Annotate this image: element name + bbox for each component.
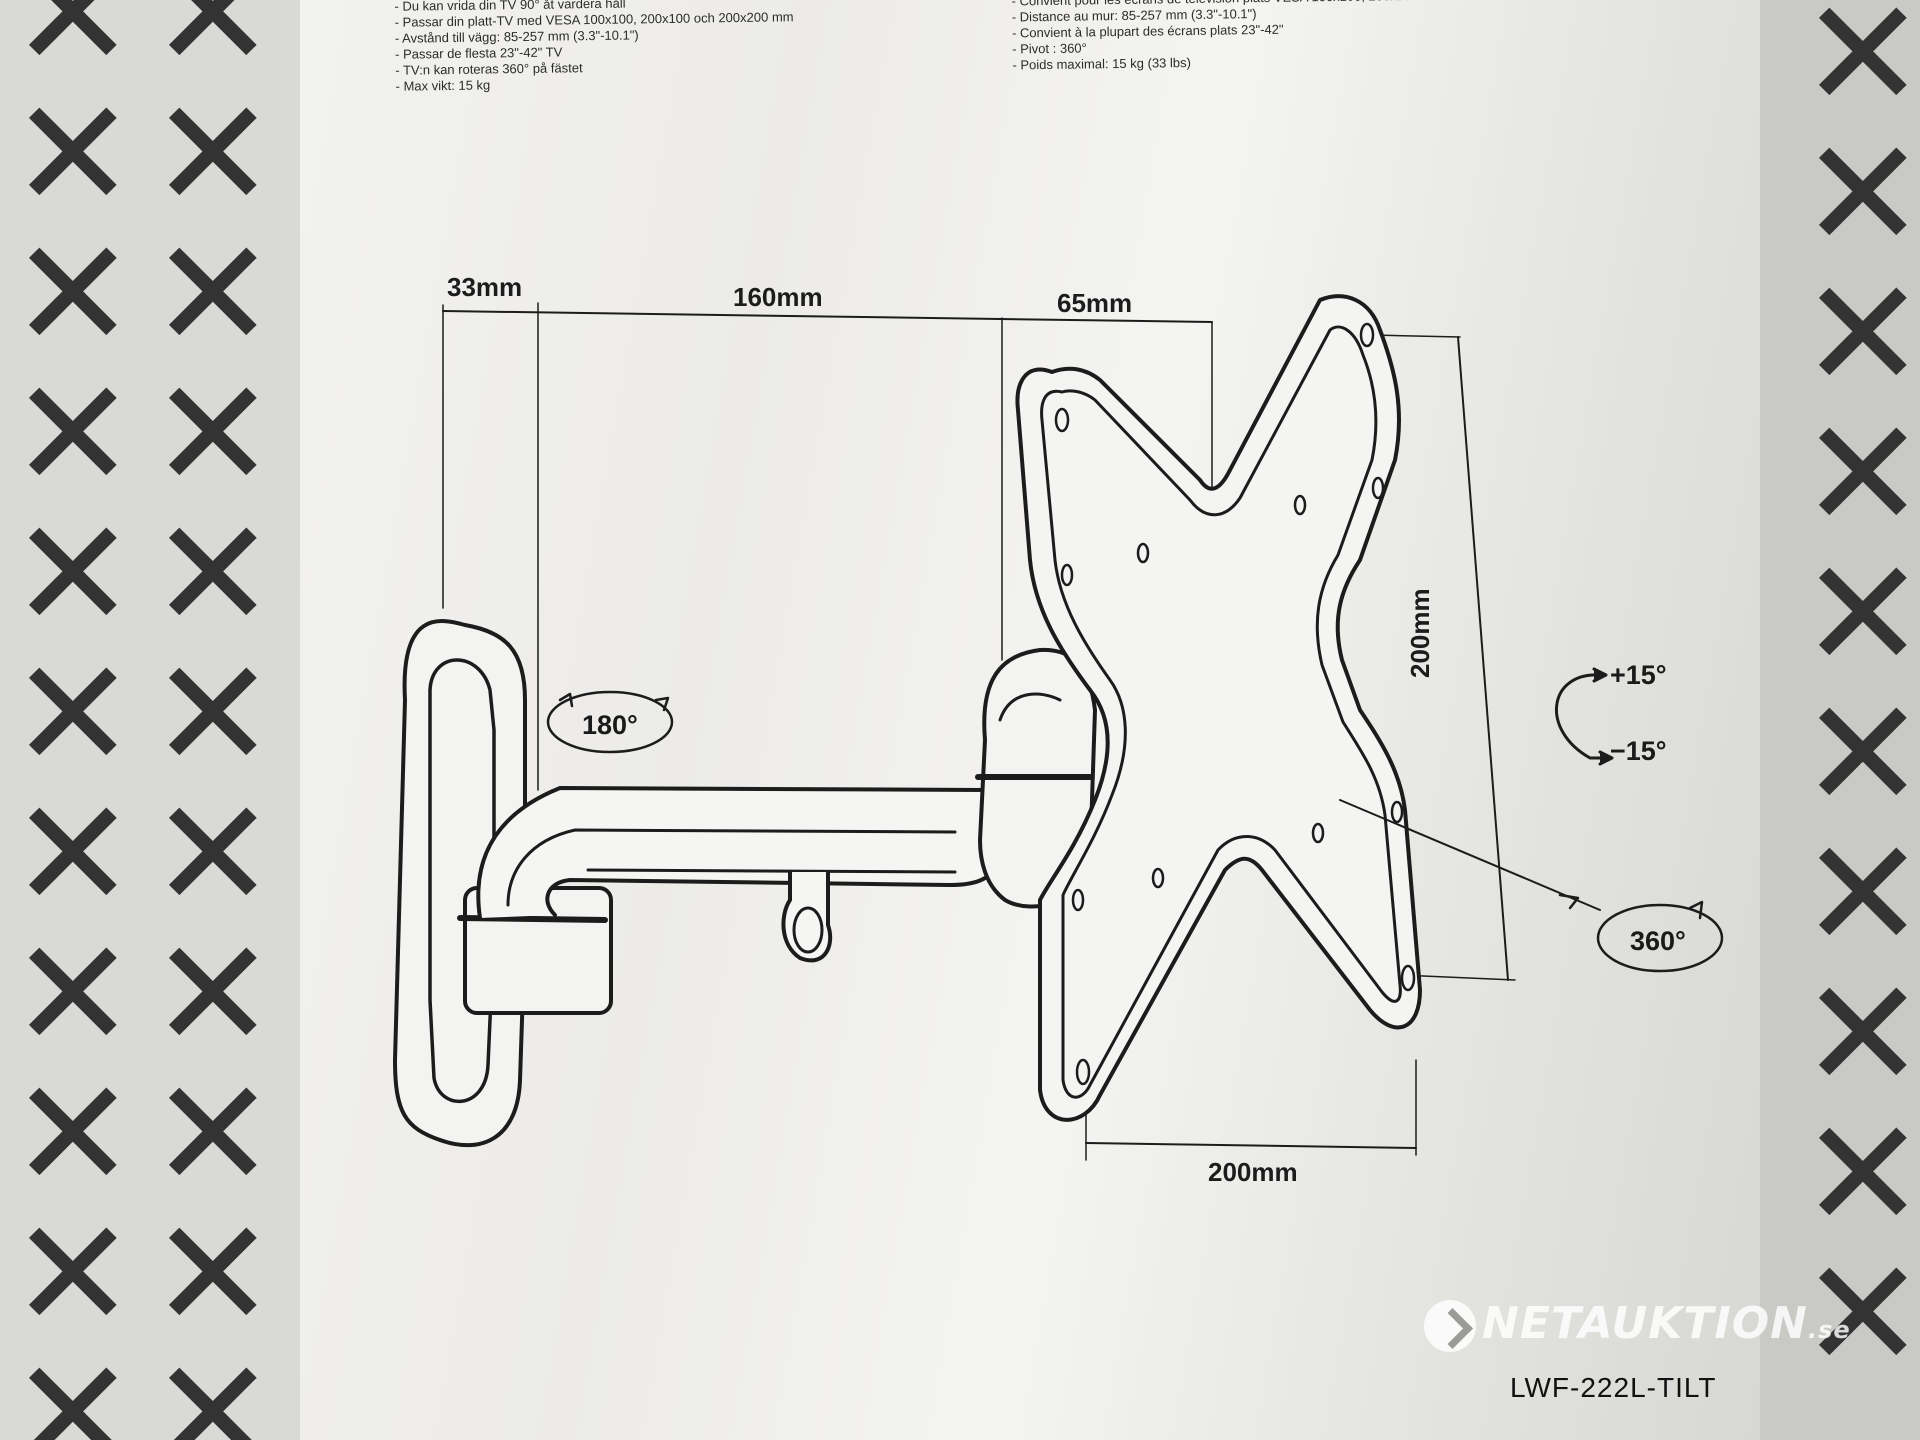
x-pattern-mark: ✕	[10, 0, 136, 102]
rotation-arrow-icon	[546, 690, 674, 754]
dimension-vertical: 200mm	[1405, 588, 1435, 678]
x-pattern-mark: ✕	[150, 208, 276, 382]
x-pattern-left: ✕ ✕ ✕ ✕ ✕ ✕ ✕ ✕ ✕ ✕ ✕ ✕ ✕ ✕ ✕ ✕ ✕ ✕ ✕ ✕ …	[0, 0, 300, 1440]
vesa-hole	[1060, 563, 1074, 587]
vesa-hole	[1359, 322, 1375, 348]
x-pattern-mark: ✕	[10, 628, 136, 802]
x-pattern-mark: ✕	[10, 348, 136, 522]
arm-swivel-label: 180°	[582, 710, 638, 740]
x-pattern-mark: ✕	[10, 1048, 136, 1222]
x-pattern-mark: ✕	[1800, 808, 1920, 982]
x-pattern-mark: ✕	[1800, 528, 1920, 702]
x-pattern-mark: ✕	[150, 908, 276, 1082]
tilt-down-label: −15°	[1610, 736, 1667, 766]
x-pattern-mark: ✕	[10, 1328, 136, 1440]
x-pattern-mark: ✕	[150, 68, 276, 242]
rotation-arrow-icon	[1596, 903, 1724, 973]
model-number: LWF-222L-TILT	[1510, 1372, 1717, 1403]
vesa-hole	[1371, 476, 1385, 500]
vesa-hole	[1390, 800, 1404, 824]
x-pattern-right: ✕ ✕ ✕ ✕ ✕ ✕ ✕ ✕ ✕ ✕	[1740, 0, 1920, 1440]
x-pattern-mark: ✕	[150, 1048, 276, 1222]
watermark-text: NETAUKTION	[1482, 1298, 1808, 1349]
x-pattern-mark: ✕	[10, 68, 136, 242]
x-pattern-mark: ✕	[1800, 948, 1920, 1122]
x-pattern-mark: ✕	[150, 0, 276, 102]
watermark-suffix: .se	[1808, 1316, 1851, 1344]
dimension-line	[442, 310, 1213, 323]
netauktion-logo-icon	[1424, 1300, 1476, 1352]
swing-arm-edge	[506, 828, 957, 907]
dimension-line	[1457, 336, 1509, 981]
dimension-top-middle: 160mm	[733, 282, 823, 312]
x-pattern-mark: ✕	[1800, 1088, 1920, 1262]
x-pattern-mark: ✕	[10, 208, 136, 382]
x-pattern-mark: ✕	[10, 1188, 136, 1362]
x-pattern-mark: ✕	[150, 488, 276, 662]
x-pattern-mark: ✕	[150, 628, 276, 802]
pointer-line	[1339, 799, 1601, 911]
x-pattern-mark: ✕	[1800, 388, 1920, 562]
vesa-hole	[1151, 867, 1165, 889]
vesa-hole	[1136, 542, 1150, 564]
dimension-line	[1371, 334, 1461, 338]
x-pattern-mark: ✕	[1800, 668, 1920, 842]
cable-clip	[781, 870, 833, 963]
vesa-hole	[1054, 407, 1070, 433]
netauktion-watermark: NETAUKTION.se	[1424, 1298, 1851, 1352]
cable-clip-ring	[792, 906, 824, 954]
x-pattern-mark: ✕	[150, 348, 276, 522]
dimension-line	[1085, 1142, 1417, 1149]
x-pattern-mark: ✕	[10, 768, 136, 942]
x-pattern-mark: ✕	[1800, 108, 1920, 282]
swing-arm-edge	[586, 868, 957, 874]
tilt-up-label: +15°	[1610, 660, 1667, 690]
vesa-plate-edge	[1040, 325, 1402, 1099]
x-pattern-mark: ✕	[10, 908, 136, 1082]
dimension-bottom: 200mm	[1208, 1157, 1298, 1187]
plate-rotation-label: 360°	[1630, 926, 1686, 956]
tilt-arrow-icon	[1554, 673, 1607, 760]
x-pattern-mark: ✕	[150, 768, 276, 942]
dimension-top-right: 65mm	[1057, 288, 1133, 318]
vesa-hole	[1400, 964, 1416, 992]
x-pattern-mark: ✕	[10, 488, 136, 662]
dimension-top-left: 33mm	[447, 272, 523, 302]
vesa-hole	[1311, 822, 1325, 844]
x-pattern-mark: ✕	[1800, 248, 1920, 422]
vesa-hole	[1075, 1058, 1091, 1086]
x-pattern-mark: ✕	[150, 1328, 276, 1440]
vesa-hole	[1293, 494, 1307, 516]
vesa-plate	[1015, 294, 1422, 1122]
vesa-hole	[1071, 888, 1085, 912]
x-pattern-mark: ✕	[1800, 1228, 1920, 1402]
x-pattern-mark: ✕	[1800, 0, 1920, 142]
x-pattern-mark: ✕	[150, 1188, 276, 1362]
